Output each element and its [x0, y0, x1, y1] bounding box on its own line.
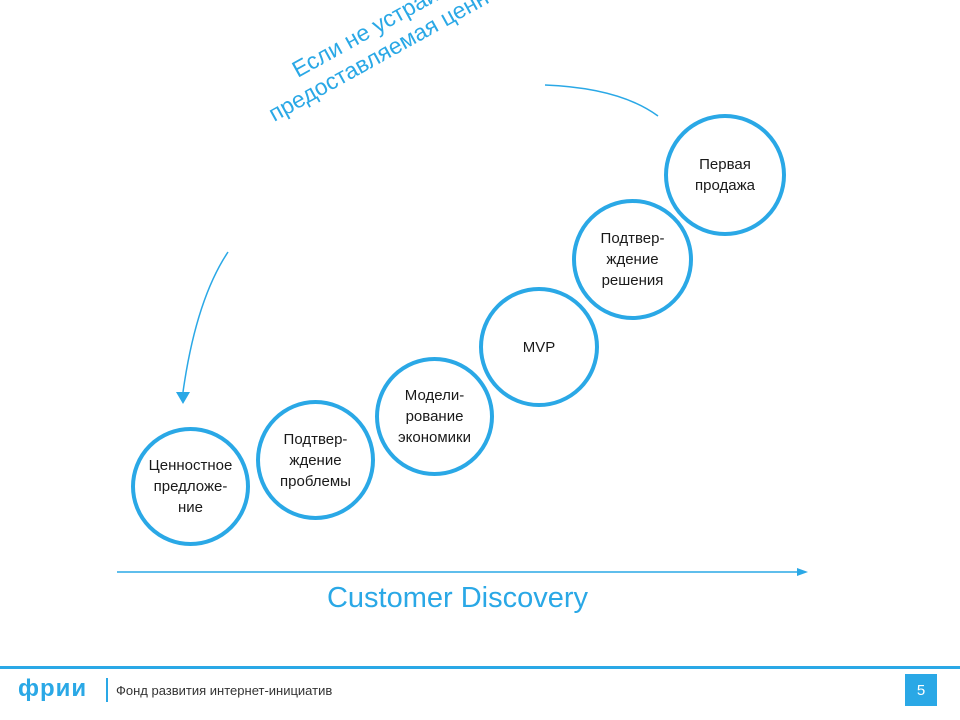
footer-divider — [0, 666, 960, 669]
page-number: 5 — [905, 674, 937, 706]
fund-name: Фонд развития интернет-инициатив — [116, 683, 333, 698]
discovery-axis-arrowhead — [797, 568, 808, 576]
stage-problem-validation: Подтвер- ждение проблемы — [256, 400, 375, 520]
fund-logo: фрии — [18, 675, 88, 702]
stage-economics-modeling: Модели- рование экономики — [375, 357, 494, 476]
diagram-title: Customer Discovery — [326, 582, 589, 614]
logo-separator — [106, 678, 108, 702]
feedback-arrowhead — [176, 392, 190, 404]
feedback-arc — [544, 84, 659, 117]
stage-first-sale: Первая продажа — [664, 114, 786, 236]
stage-solution-validation: Подтвер- ждение решения — [572, 199, 693, 320]
stage-value-proposition: Ценностное предложе- ние — [131, 427, 250, 546]
feedback-arc-lower — [182, 251, 229, 393]
stage-mvp: MVP — [479, 287, 599, 407]
